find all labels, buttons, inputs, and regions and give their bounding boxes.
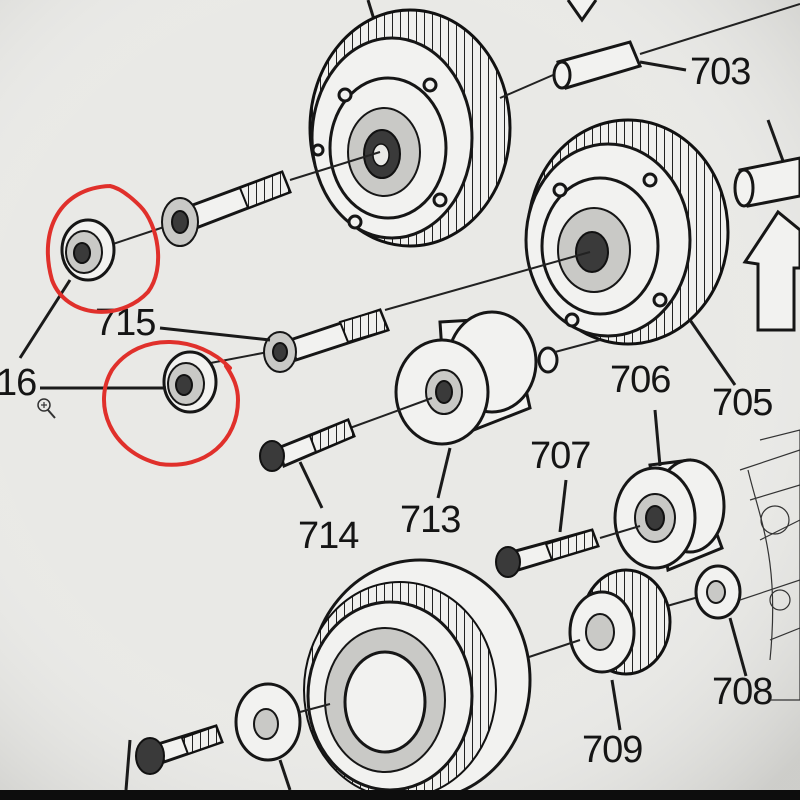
idler-pulley-713 [394,310,601,499]
callout-709: 709 [582,729,642,771]
lower-phaser-sprocket-705 [524,118,737,386]
washer-716-upper [18,218,116,359]
callout-707: 707 [530,435,590,477]
dowel-pin-703 [499,3,800,99]
callout-714: 714 [298,515,359,557]
callout-716: 16 [0,362,36,404]
highlight-circle-lower [102,340,241,467]
crankshaft-balancer [303,558,581,800]
callout-706: 706 [610,359,670,401]
magnifier-plus-icon [37,398,56,419]
bolt-707 [495,479,641,578]
bolt-714 [259,397,433,509]
callout-708: 708 [712,671,772,713]
balancer-bolt [124,724,292,791]
engine-block-sketch [739,429,800,701]
crank-sprocket-709 [568,568,672,731]
bolt-upper [109,151,381,247]
right-dowel [733,119,800,208]
top-arrow-icon [566,0,598,23]
upper-phaser-sprocket [308,0,512,248]
direction-arrow-icon [742,209,800,332]
callout-713: 713 [400,499,460,541]
bolt-715 [159,251,591,373]
washer-708 [659,564,748,677]
highlight-circle-upper [45,184,161,314]
callout-703: 703 [690,51,750,93]
balancer-washer [234,682,331,762]
idler-pulley-706 [613,409,726,573]
callout-705: 705 [712,382,772,424]
washer-716-lower [40,350,218,414]
photo-border [0,790,800,800]
